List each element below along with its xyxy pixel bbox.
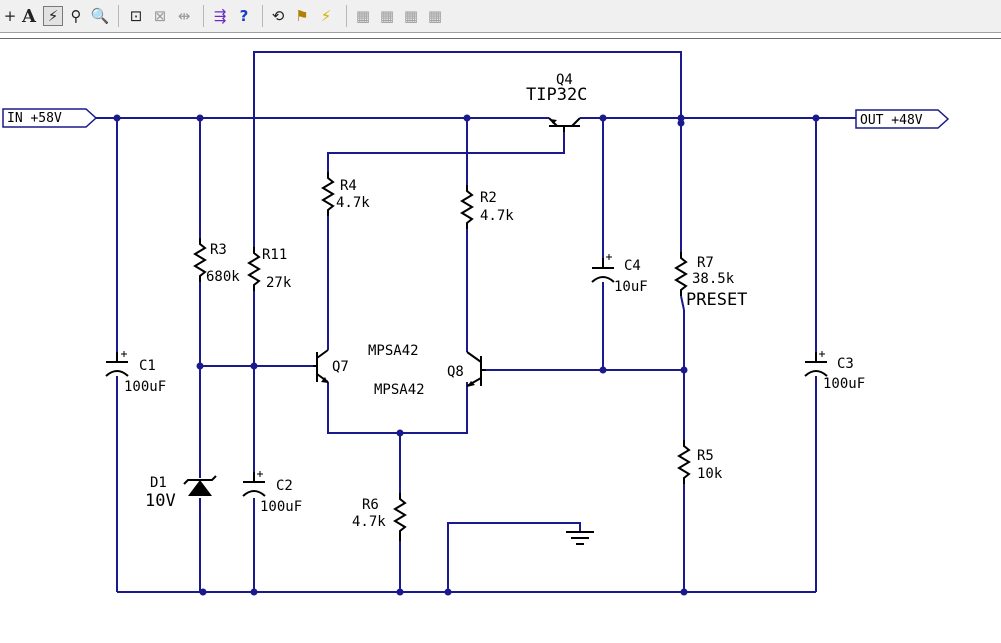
window-icon[interactable]: ▦ — [379, 7, 395, 25]
toolbar-separator — [118, 5, 119, 27]
r6-value: 4.7k — [352, 514, 386, 530]
r2-value: 4.7k — [480, 208, 514, 224]
q4-ref: Q4 — [556, 72, 573, 88]
run-icon[interactable]: ⚡ — [320, 7, 332, 25]
r3-ref: R3 — [210, 242, 227, 258]
resistor-r4[interactable]: R4 4.7k — [321, 172, 370, 216]
d1-value: 10V — [145, 491, 176, 511]
resistor-r6[interactable]: R6 4.7k — [352, 493, 407, 541]
junction-dots — [113, 114, 820, 596]
c3-value: 100uF — [823, 376, 865, 392]
resistor-r3[interactable]: R3 680k — [193, 238, 240, 285]
c1-value: 100uF — [124, 379, 166, 395]
toolbar-separator — [262, 5, 263, 27]
output-port[interactable]: OUT +48V — [855, 109, 950, 129]
q7-ref: Q7 — [332, 359, 349, 375]
add-icon[interactable]: + — [3, 7, 17, 25]
zoom-fit-icon[interactable]: ⊡ — [129, 7, 143, 25]
r11-value: 27k — [266, 275, 292, 291]
window-icon[interactable]: ▦ — [427, 7, 443, 25]
r6-ref: R6 — [362, 497, 379, 513]
toolbar-separator — [346, 5, 347, 27]
d1-ref: D1 — [150, 475, 167, 491]
resistor-r7[interactable]: R7 38.5k PRESET — [674, 252, 747, 310]
c3-ref: C3 — [837, 356, 854, 372]
toolbar-separator — [203, 5, 204, 27]
r3-value: 680k — [206, 269, 240, 285]
ground-symbol[interactable] — [566, 531, 594, 545]
resistor-r5[interactable]: R5 10k — [677, 440, 723, 484]
help-icon[interactable]: ? — [239, 7, 249, 25]
q8-value: MPSA42 — [374, 382, 425, 398]
r5-value: 10k — [697, 466, 723, 482]
c4-ref: C4 — [624, 258, 641, 274]
q4-value: TIP32C — [526, 85, 587, 105]
zoom-area-icon[interactable]: ⊠ — [153, 7, 167, 25]
r7-ref: R7 — [697, 255, 714, 271]
r4-ref: R4 — [340, 178, 357, 194]
r2-ref: R2 — [480, 190, 497, 206]
c4-value: 10uF — [614, 279, 648, 295]
wires — [95, 51, 858, 593]
capacitor-c3[interactable]: C3 100uF — [804, 351, 865, 392]
input-port[interactable]: IN +58V — [2, 108, 98, 128]
c2-value: 100uF — [260, 499, 302, 515]
flip-icon[interactable]: ⇹ — [177, 7, 191, 25]
capacitor-c2[interactable]: C2 100uF — [242, 471, 302, 515]
r4-value: 4.7k — [336, 195, 370, 211]
schematic-canvas[interactable]: IN +58V OUT +48V Q4 TIP32C Q7 MPSA42 — [0, 33, 1001, 643]
capacitor-c1[interactable]: C1 100uF — [105, 351, 166, 395]
transistor-q4[interactable]: Q4 TIP32C — [526, 72, 587, 132]
text-tool-icon[interactable]: A — [22, 5, 36, 27]
probe-icon[interactable]: ⚲ — [70, 7, 82, 25]
probe-point-icon[interactable]: ⚑ — [295, 7, 309, 25]
r5-ref: R5 — [697, 448, 714, 464]
q8-ref: Q8 — [447, 364, 464, 380]
capacitor-c4[interactable]: C4 10uF — [591, 254, 648, 295]
transistor-q7[interactable]: Q7 MPSA42 — [313, 343, 419, 383]
c2-ref: C2 — [276, 478, 293, 494]
window-icon[interactable]: ▦ — [355, 7, 371, 25]
magnifier-icon[interactable]: 🔍 — [90, 7, 110, 25]
q7-value: MPSA42 — [368, 343, 419, 359]
wire-tool-icon[interactable]: ⚡ — [43, 6, 63, 26]
netlist-icon[interactable]: ⇶ — [213, 7, 227, 25]
output-port-label: OUT +48V — [860, 113, 923, 128]
input-port-label: IN +58V — [7, 111, 62, 126]
zener-diode-d1[interactable]: D1 10V — [145, 475, 217, 511]
r11-ref: R11 — [262, 247, 287, 263]
resistor-r2[interactable]: R2 4.7k — [460, 185, 514, 229]
resistor-r11[interactable]: R11 27k — [247, 247, 292, 291]
rotate-icon[interactable]: ⟲ — [271, 7, 285, 25]
window-icon[interactable]: ▦ — [403, 7, 419, 25]
r7-note: PRESET — [686, 290, 747, 310]
c1-ref: C1 — [139, 358, 156, 374]
transistor-q8[interactable]: Q8 MPSA42 — [374, 351, 486, 398]
r7-value: 38.5k — [692, 271, 735, 287]
toolbar: + A ⚡ ⚲ 🔍 ⊡ ⊠ ⇹ ⇶ ? ⟲ ⚑ ⚡ ▦ ▦ ▦ ▦ — [0, 0, 1001, 33]
